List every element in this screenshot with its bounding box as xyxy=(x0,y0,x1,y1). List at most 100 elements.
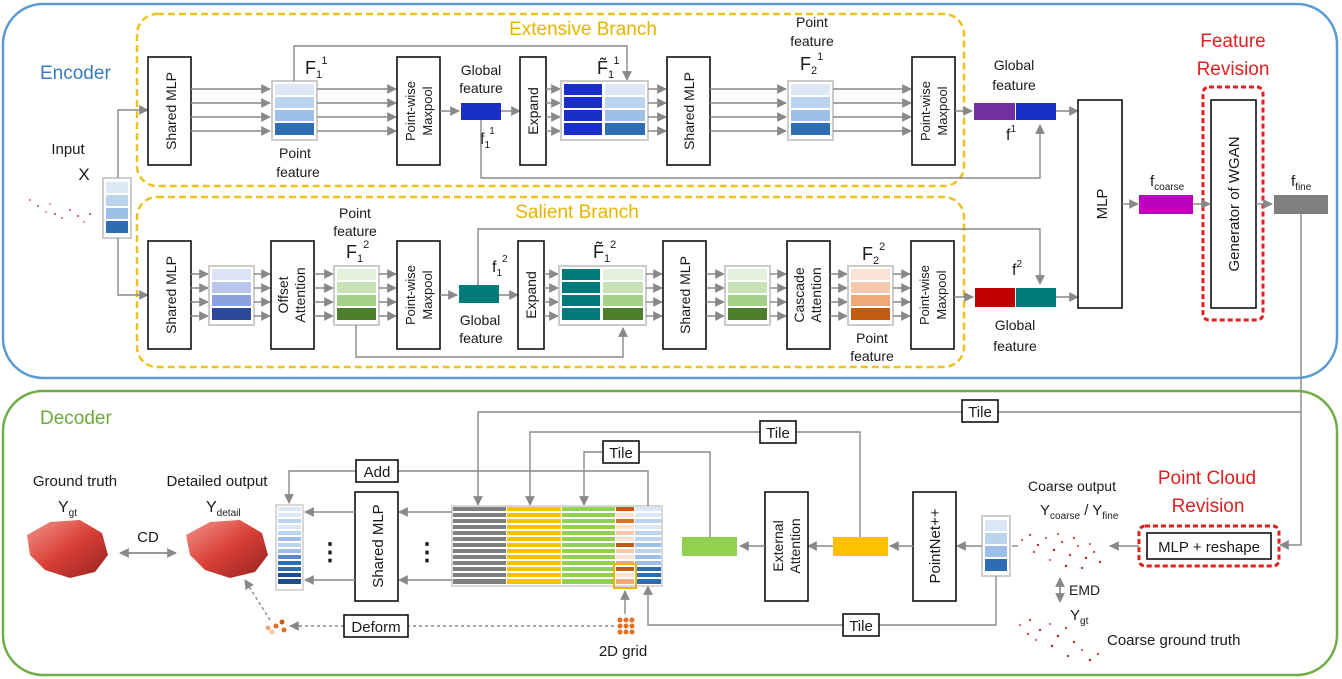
sal-mlp2-feature xyxy=(724,265,771,326)
coarse-output-point-cloud xyxy=(1020,532,1102,570)
sal-to-cascade-arrows xyxy=(770,269,787,321)
sal-expand-arrows xyxy=(544,269,559,321)
sal-F1-feature xyxy=(333,265,380,326)
pointnet-box xyxy=(912,491,957,602)
deform-box xyxy=(343,614,409,638)
coarse-gt-point-cloud xyxy=(1018,618,1100,662)
mlp-to-output-arrows xyxy=(304,507,355,585)
ext-out-global-label-1: Global xyxy=(994,57,1034,73)
add-box xyxy=(355,459,399,483)
sal-F2-feature xyxy=(847,265,894,326)
sal-cascade-attention-box xyxy=(786,240,831,350)
pointnet-label: PointNet++ xyxy=(927,508,944,583)
tile-mid-arrow xyxy=(525,431,861,537)
coarse-gt-label: Coarse ground truth xyxy=(1107,632,1240,649)
pc-revision-frame xyxy=(1137,524,1281,568)
ground-truth-label: Ground truth xyxy=(33,473,117,490)
ext-F1-label: F11 xyxy=(305,55,327,81)
mlp-box xyxy=(1077,99,1123,309)
ext-mlp1-arrows xyxy=(191,84,271,136)
ext-global-label-2: feature xyxy=(459,80,503,96)
detailed-output-label: Detailed output xyxy=(167,473,269,490)
tile-label-2: Tile xyxy=(766,425,790,442)
cd-label: CD xyxy=(137,529,159,546)
sal-cascade-to-F2-arrows xyxy=(830,269,848,321)
arrow-input-to-salient xyxy=(117,238,149,300)
concat-feature-matrix xyxy=(451,505,663,589)
ext-maxpool-label-1: Point-wise xyxy=(403,81,418,141)
sal-shared-mlp2-label: Shared MLP xyxy=(677,256,693,334)
ext-shared-mlp-label: Shared MLP xyxy=(163,72,179,150)
sal-maxpool-label-2: Maxpool xyxy=(420,270,435,319)
sal-out-red-block xyxy=(975,288,1015,307)
tile-box-3 xyxy=(602,440,640,464)
ext-F1-tilde-feature xyxy=(560,80,649,141)
salient-branch-frame xyxy=(135,195,966,369)
external-attention-box xyxy=(764,491,809,602)
feature-revision-frame xyxy=(1201,85,1265,322)
ext-shared-mlp2-label: Shared MLP xyxy=(681,72,697,150)
tile-top-arrow xyxy=(473,411,1301,506)
ext-expand-label: Expand xyxy=(525,87,541,134)
dots-left: ⋮ xyxy=(318,539,342,566)
sal-offset-to-F1-arrows xyxy=(314,269,334,321)
sal-point-feature-label-2: feature xyxy=(333,223,377,239)
ffine-to-reshape-arrow xyxy=(1279,214,1302,550)
tile-label-3: Tile xyxy=(609,445,633,462)
ext-global-feature-block xyxy=(461,103,501,120)
sal-point-feature-label-1: Point xyxy=(339,205,371,221)
ext-F1-to-maxpool-arrows xyxy=(317,84,397,136)
sal-maxpool-label-1: Point-wise xyxy=(403,265,418,325)
grid-label: 2D grid xyxy=(599,643,647,660)
sal-F2-to-maxpool-arrows xyxy=(893,269,911,321)
ext-skip-arrow xyxy=(293,45,632,81)
ext-point-feature2-label-1: Point xyxy=(796,14,828,30)
sal-global-bypass-arrow xyxy=(477,228,1045,285)
input-var: X xyxy=(78,165,89,184)
ext-shared-mlp2-box xyxy=(666,56,711,166)
tile-label-1: Tile xyxy=(968,404,992,421)
2d-grid-dots xyxy=(617,617,635,635)
ext-expand-arrows xyxy=(546,84,561,136)
decoder-title: Decoder xyxy=(40,408,112,429)
sal-mlp1-arrows xyxy=(191,269,209,321)
sal-shared-mlp-box xyxy=(147,240,192,350)
ext-maxpool-label-2: Maxpool xyxy=(420,86,435,135)
sal-point-feature2-label-2: feature xyxy=(850,348,894,364)
ext-F2-label: F21 xyxy=(800,51,823,77)
sal-maxpool2-label-2: Maxpool xyxy=(934,270,949,319)
sal-maxpool-box xyxy=(396,240,441,350)
sal-cascade-label-2: Attention xyxy=(808,267,824,322)
feature-revision-label-2: Revision xyxy=(1197,59,1270,80)
sal-point-feature2-label-1: Point xyxy=(856,330,888,346)
ygt-label: Ygt xyxy=(58,499,77,519)
mlp-reshape-box xyxy=(1146,532,1272,560)
ext-out-f1-label: f1 xyxy=(1006,124,1016,144)
yellow-feature-block xyxy=(833,537,888,556)
ydetail-label: Ydetail xyxy=(206,499,241,519)
mlp-label: MLP xyxy=(1094,189,1111,220)
sal-mlp2-arrows xyxy=(706,269,725,321)
sal-out-global-label-1: Global xyxy=(995,317,1035,333)
sal-F1t-to-mlp-arrows xyxy=(646,269,663,321)
tile-box-4 xyxy=(842,613,880,637)
extensive-branch-title: Extensive Branch xyxy=(509,19,657,40)
deform-points xyxy=(265,619,287,635)
sal-skip-arrow xyxy=(355,325,628,358)
green-feature-block xyxy=(682,537,737,556)
ext-out-global-label-2: feature xyxy=(992,77,1036,93)
ext-shared-mlp-box xyxy=(147,56,192,166)
sal-mlp1-feature xyxy=(208,265,255,326)
pc-revision-label-2: Revision xyxy=(1172,496,1245,517)
sal-global-label-2: feature xyxy=(459,330,503,346)
ext-point-feature-label-1: Point xyxy=(279,145,311,161)
coarse-ycoarse-label: Ycoarse / Yfine xyxy=(1040,502,1119,522)
ext-F2-to-maxpool-arrows xyxy=(833,84,912,136)
detailed-output-car xyxy=(186,520,268,578)
coarse-output-label: Coarse output xyxy=(1028,478,1116,494)
ext-mlp2-arrows xyxy=(710,84,787,136)
tile-bottom-arrow xyxy=(643,576,997,626)
sal-expand-box xyxy=(517,240,545,350)
sal-shared-mlp-label: Shared MLP xyxy=(163,256,179,334)
